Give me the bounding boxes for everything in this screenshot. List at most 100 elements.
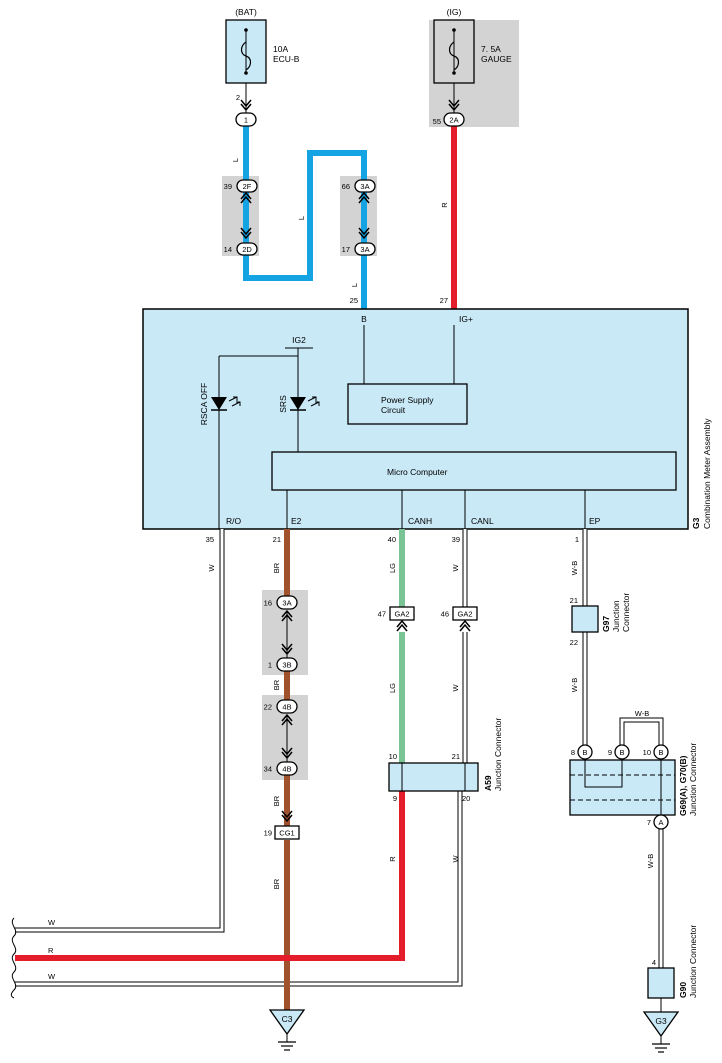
wire-code-r1: R [440, 202, 449, 208]
wire-code-br2: BR [272, 679, 281, 690]
wire-code-w4: W [451, 855, 460, 863]
terminal-canh: CANH [408, 516, 432, 526]
splice-2f-2d: 2F 39 2D 14 [224, 179, 258, 256]
svg-text:3B: 3B [282, 661, 291, 670]
wire-code-lg1: LG [388, 563, 397, 573]
srs-led-icon [290, 396, 320, 411]
wire-code-lg2: LG [388, 683, 397, 693]
svg-text:39: 39 [224, 182, 232, 191]
svg-text:Junction Connector: Junction Connector [688, 743, 698, 816]
svg-text:4B: 4B [282, 703, 291, 712]
wire-break-icon [10, 917, 17, 999]
ig-label: (IG) [447, 7, 462, 17]
svg-text:4: 4 [652, 958, 656, 967]
splice-br-4b: 4B 22 4B 34 [264, 699, 298, 776]
chevron-down-icon [448, 99, 460, 112]
splice-br-3a-3b: 3A 16 3B 1 [264, 595, 298, 672]
bat-fuse-name: ECU-B [273, 54, 300, 64]
svg-text:G3: G3 [691, 517, 701, 529]
wire-code-w6: W [48, 972, 56, 981]
srs-label: SRS [278, 395, 288, 413]
wire-code-w2: W [451, 564, 460, 572]
svg-text:22: 22 [570, 638, 578, 647]
svg-text:G3: G3 [655, 1016, 667, 1026]
ig-connector: 2A [443, 112, 465, 127]
svg-text:GA2: GA2 [394, 610, 409, 619]
svg-text:20: 20 [462, 794, 470, 803]
splice-3a: 3A 66 3A 17 [342, 179, 376, 256]
svg-text:9: 9 [608, 748, 612, 757]
meter-title: G3 Combination Meter Assembly [691, 418, 712, 529]
chevron-down-icon [240, 99, 252, 112]
micro-computer-label: Micro Computer [387, 467, 448, 477]
wire-code-wb-bridge: W-B [635, 709, 649, 718]
g90-junction-connector: 4 G90 Junction Connector [647, 925, 698, 999]
bat-pin: 2 [236, 93, 240, 102]
ground-g3-icon: G3 [642, 1011, 680, 1053]
svg-text:21: 21 [570, 596, 578, 605]
svg-text:3A: 3A [360, 182, 369, 191]
svg-text:G90: G90 [678, 982, 688, 998]
svg-text:7: 7 [647, 818, 651, 827]
svg-text:14: 14 [224, 245, 232, 254]
a59-junction-connector: 10 21 9 20 A59 Junction Connector [388, 718, 503, 803]
wire-code-r2: R [388, 856, 397, 862]
svg-text:34: 34 [264, 765, 272, 774]
power-supply-label2: Circuit [381, 405, 406, 415]
svg-text:22: 22 [264, 703, 272, 712]
svg-text:4B: 4B [282, 765, 291, 774]
bat-fuse-rating: 10A [273, 44, 288, 54]
ig-pin: 55 [433, 117, 441, 126]
ga2-connector-right: GA2 46 [441, 606, 478, 632]
cg1-connector: CG1 19 [264, 810, 300, 840]
g69-g70-junction-connector: B B B A 8 9 10 7 G69(A), G70(B) Junction… [569, 743, 698, 830]
svg-text:17: 17 [342, 245, 350, 254]
svg-text:G69(A), G70(B): G69(A), G70(B) [678, 755, 688, 816]
bat-connector: 1 [235, 112, 257, 127]
wire-code-r3: R [48, 946, 54, 955]
svg-text:B: B [619, 748, 624, 757]
pin-ro: 35 [206, 535, 214, 544]
wire-code-br4: BR [272, 878, 281, 889]
svg-text:B: B [658, 748, 663, 757]
svg-text:Junction: Junction [611, 600, 621, 632]
svg-text:Combination Meter Assembly: Combination Meter Assembly [702, 418, 712, 529]
svg-text:A59: A59 [483, 775, 493, 791]
terminal-b: B [361, 314, 367, 324]
svg-text:10: 10 [389, 752, 397, 761]
terminal-canl: CANL [471, 516, 494, 526]
wire-code-br1: BR [272, 562, 281, 573]
wire-code-l2: L [297, 216, 306, 220]
pin-canl: 39 [452, 535, 460, 544]
wire-code-wb1: W-B [570, 561, 579, 575]
svg-text:G97: G97 [601, 616, 611, 632]
terminal-ro: R/O [226, 516, 242, 526]
wire-code-l1: L [231, 158, 240, 162]
svg-text:Junction Connector: Junction Connector [688, 925, 698, 998]
svg-text:CG1: CG1 [279, 829, 294, 838]
wire-r-bottom [15, 791, 405, 961]
pin-ep: 1 [575, 535, 579, 544]
wire-wb [582, 529, 664, 1012]
power-supply-box [347, 383, 468, 425]
wire-code-wb2: W-B [570, 678, 579, 692]
svg-text:Connector: Connector [621, 593, 631, 632]
svg-text:10: 10 [643, 748, 651, 757]
meter-pin-ig: 27 [440, 296, 448, 305]
svg-text:47: 47 [378, 610, 386, 619]
rsca-off-label: RSCA OFF [199, 383, 209, 426]
svg-text:21: 21 [452, 752, 460, 761]
power-supply-label: Power Supply [381, 395, 434, 405]
terminal-ep: EP [589, 516, 601, 526]
svg-text:19: 19 [264, 829, 272, 838]
bat-label: (BAT) [235, 7, 257, 17]
svg-text:8: 8 [571, 748, 575, 757]
ig-fuse-rating: 7. 5A [481, 44, 501, 54]
svg-text:2D: 2D [242, 245, 252, 254]
svg-text:46: 46 [441, 610, 449, 619]
combination-meter: B IG+ Power Supply Circuit IG2 RSCA OFF … [142, 308, 689, 530]
svg-text:GA2: GA2 [457, 610, 472, 619]
svg-text:B: B [582, 748, 587, 757]
